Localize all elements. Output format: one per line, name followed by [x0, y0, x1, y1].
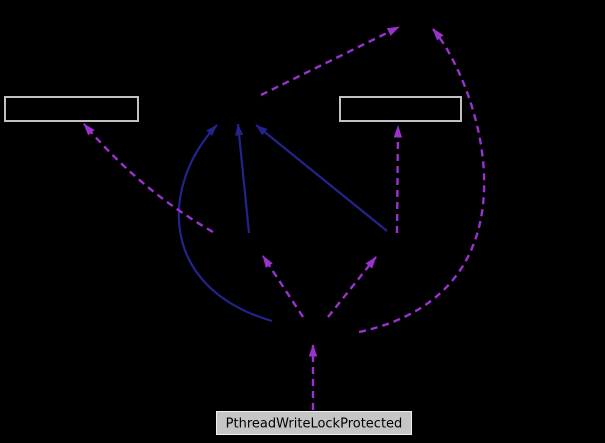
edge-hidden-mid-right-to-hidden-center — [255, 124, 388, 232]
edge-hidden-bottom-to-hidden-mid-left — [261, 255, 305, 318]
main-class-label: PthreadWriteLockProtected — [226, 417, 403, 432]
edge-hidden-mid-left-to-hidden-center — [235, 123, 251, 234]
main-class-node-box — [216, 411, 412, 435]
edge-hidden-bottom-to-hidden-mid-right — [327, 256, 377, 318]
edge-hidden-mid-right-to-class-box-right — [393, 125, 403, 234]
node-layer: PthreadWriteLockProtected — [4, 96, 462, 435]
edge-hidden-mid-left-to-class-box-left — [83, 123, 214, 234]
class-node-left[interactable] — [4, 96, 139, 122]
class-node-right[interactable] — [339, 96, 462, 122]
main-class-node: PthreadWriteLockProtected — [216, 411, 412, 435]
edge-layer — [83, 25, 486, 410]
edge-hidden-center-to-hidden-top-right — [260, 25, 400, 97]
edge-hidden-bottom-to-hidden-center — [177, 124, 273, 323]
edge-hidden-bottom-to-hidden-top-right — [358, 28, 486, 334]
